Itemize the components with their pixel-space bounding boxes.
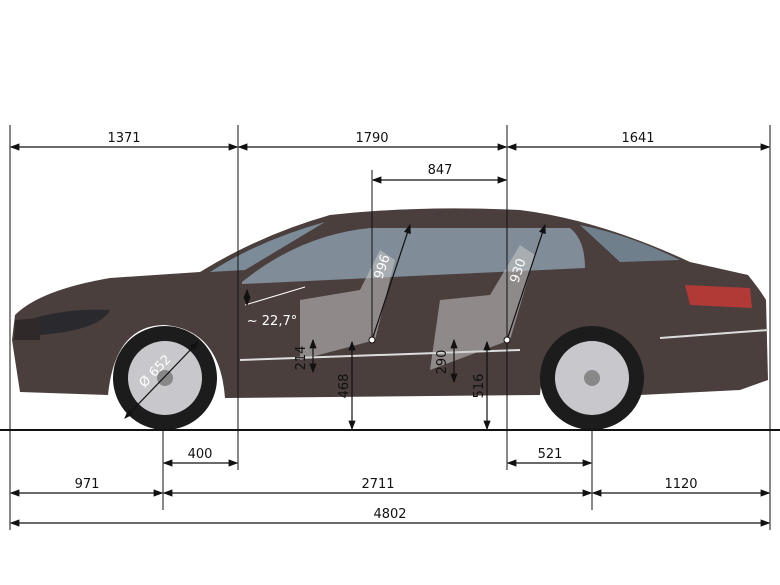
car-illustration bbox=[12, 208, 769, 430]
rear-wheel bbox=[540, 326, 644, 430]
dim-cabin-top: 1790 bbox=[355, 131, 388, 146]
side-window bbox=[242, 228, 585, 284]
taillight bbox=[685, 285, 752, 308]
dim-rear-axle-offset: 521 bbox=[538, 447, 563, 462]
dim-wheelbase: 2711 bbox=[361, 477, 394, 492]
dim-front-axle-offset: 400 bbox=[188, 447, 213, 462]
dim-rear-top: 1641 bbox=[621, 131, 654, 146]
dim-seat-spacing: 847 bbox=[428, 163, 453, 178]
dim-front-overhang: 971 bbox=[75, 477, 100, 492]
windshield-angle: ~ 22,7° bbox=[247, 314, 297, 329]
dim-front-seat-height: 214 bbox=[294, 346, 309, 371]
rear-window bbox=[580, 225, 680, 262]
dim-rear-seat-height: 290 bbox=[435, 350, 450, 375]
dim-front-headroom: 996 bbox=[372, 253, 394, 281]
seat-silhouettes bbox=[300, 245, 535, 370]
dim-overall-length: 4802 bbox=[373, 507, 406, 522]
dim-front-hip-height: 468 bbox=[337, 374, 352, 399]
windshield bbox=[210, 222, 325, 272]
dim-rear-headroom: 930 bbox=[508, 257, 530, 285]
dim-front-overhang-top: 1371 bbox=[107, 131, 140, 146]
headlight bbox=[35, 309, 110, 335]
dim-rear-overhang: 1120 bbox=[664, 477, 697, 492]
extension-lines bbox=[9, 125, 771, 530]
grille bbox=[14, 318, 40, 340]
dim-rear-hip-height: 516 bbox=[472, 374, 487, 399]
